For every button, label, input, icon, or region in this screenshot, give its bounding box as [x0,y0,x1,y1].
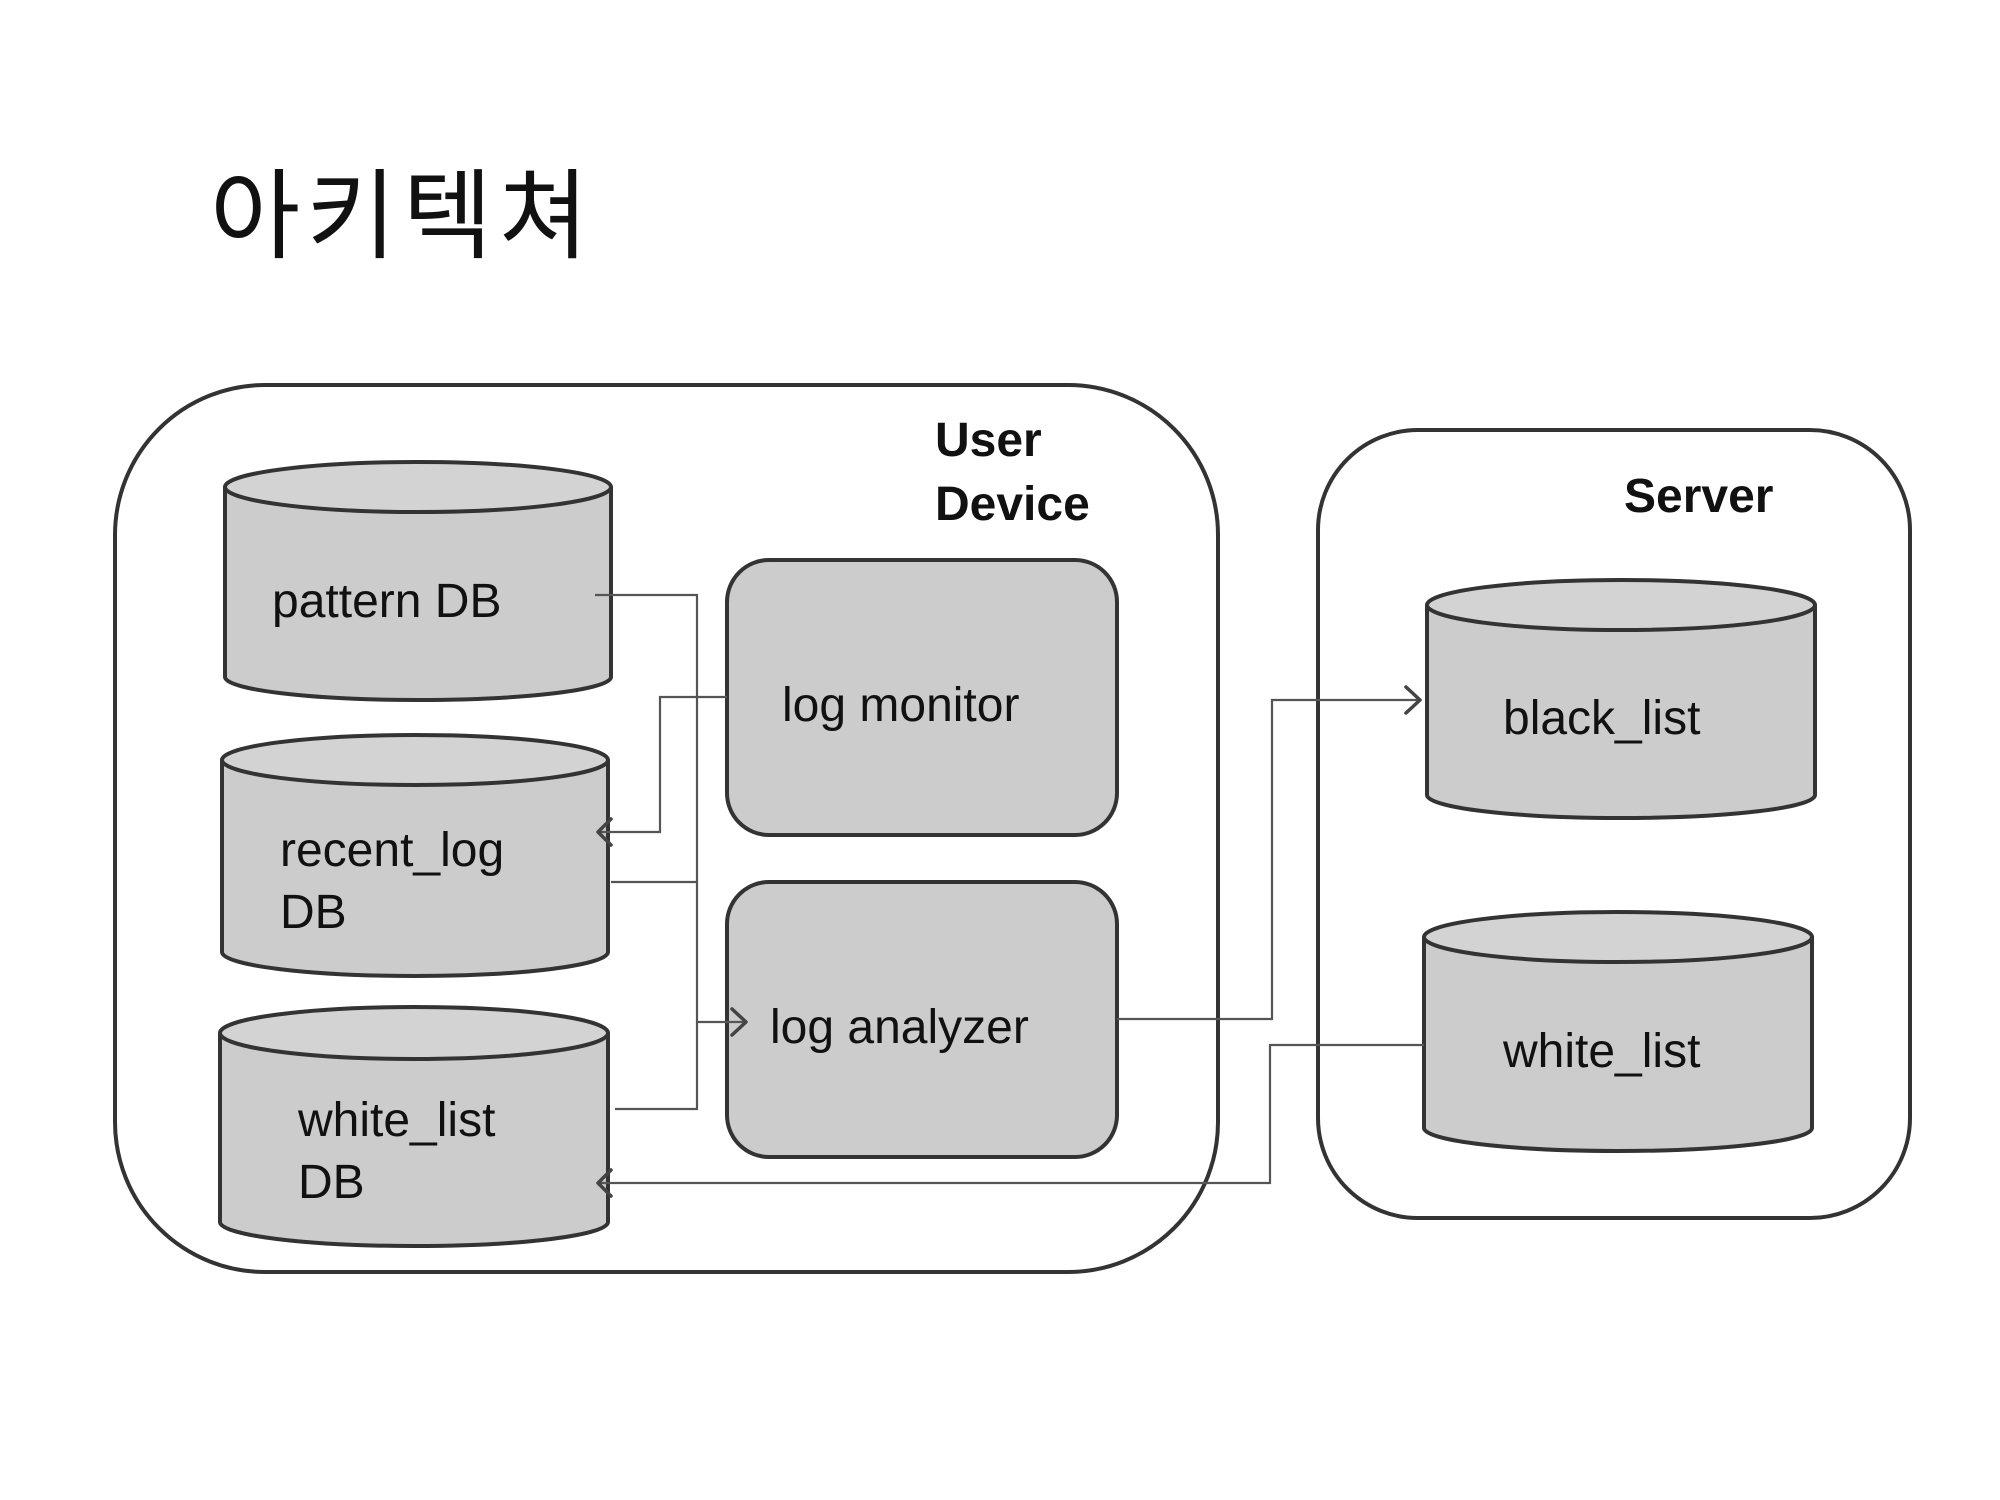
white-list-db-label-line1: white_list [297,1094,495,1147]
connector-pattern-db-to-log-analyzer [595,593,745,1024]
connector-log-monitor-to-recent-log-db [598,695,727,834]
connectors [595,593,1424,1185]
arrow-into-white-list-db-icon [596,1168,613,1198]
user-device-label-line1: User [935,414,1042,467]
recent-log-db-label-line2: DB [280,886,347,939]
connector-white-list-db-to-log-analyzer [615,1022,699,1111]
connector-log-analyzer-to-black-list [1117,698,1420,1021]
recent-log-db-cylinder: recent_log DB [220,733,610,978]
pattern-db-label: pattern DB [272,575,501,628]
pattern-db-cylinder: pattern DB [223,460,613,702]
log-monitor-label: log monitor [782,679,1019,732]
user-device-label-line2: Device [935,478,1090,531]
slide-title: 아키텍쳐 [210,160,595,274]
log-analyzer-box: log analyzer [725,880,1119,1159]
arrow-into-log-analyzer-icon [730,1007,748,1037]
white-list-db-cylinder: white_list DB [218,1005,610,1248]
recent-log-db-label-line1: recent_log [280,824,504,877]
server-white-list-cylinder: white_list [1422,910,1814,1153]
arrowheads [596,685,1422,1198]
white-list-db-label-line2: DB [298,1156,365,1209]
log-analyzer-label: log analyzer [770,1001,1029,1054]
arrow-into-black-list-icon [1404,685,1422,715]
server-black-list-cylinder: black_list [1425,578,1817,820]
arrow-into-recent-log-db-icon [596,817,613,847]
connector-server-white-list-to-white-list-db [598,1043,1424,1185]
server-label: Server [1624,470,1773,523]
server-black-list-label: black_list [1503,692,1700,745]
server-white-list-label: white_list [1502,1025,1700,1078]
log-monitor-box: log monitor [725,558,1119,837]
